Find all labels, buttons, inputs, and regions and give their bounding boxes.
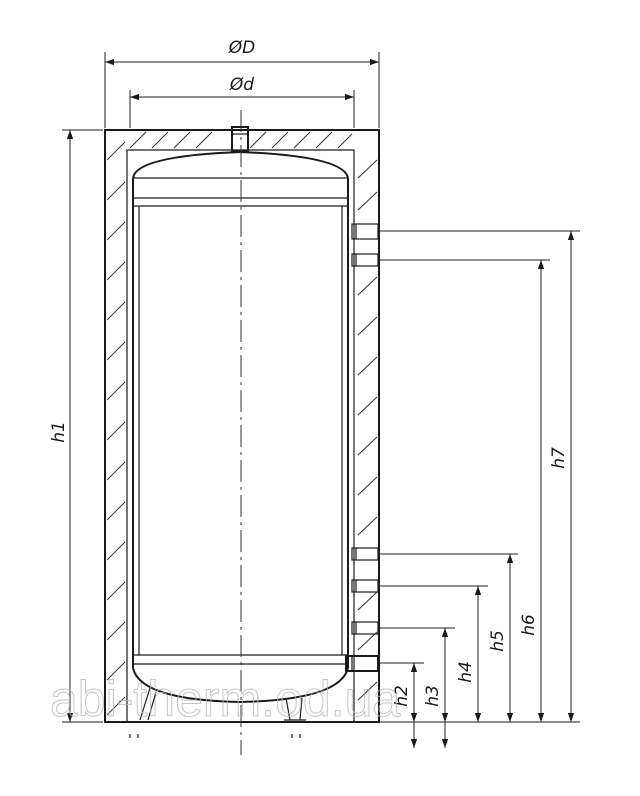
h4-dimension: h4 (456, 586, 482, 722)
h3-label: h3 (423, 685, 443, 707)
top-insulation-hatch (129, 131, 353, 149)
right-insulation-hatch (357, 159, 378, 701)
insulation-jacket (104, 129, 380, 723)
watermark-text: abi-therm.od.ua (50, 671, 400, 727)
connection-nozzle-7 (351, 223, 379, 240)
h7-label: h7 (549, 447, 569, 469)
side-connections (345, 223, 379, 672)
connection-nozzle-6 (351, 253, 379, 267)
inner-diameter-dimension: Ød (129, 75, 355, 128)
h3-dimension: h3 (423, 628, 449, 748)
outer-diameter-dimension: ØD (104, 38, 380, 128)
h4-label: h4 (456, 661, 476, 683)
left-insulation-hatch (106, 141, 126, 716)
h1-label: h1 (49, 421, 69, 443)
connection-nozzle-5 (351, 547, 379, 561)
top-connection-nipple (231, 126, 249, 152)
outer-diameter-label: ØD (228, 38, 255, 58)
connection-nozzle-3 (351, 621, 379, 635)
connection-nozzle-4 (351, 579, 379, 593)
extension-lines (380, 230, 580, 723)
h7-dimension: h7 (549, 231, 575, 722)
connection-nozzle-2 (345, 655, 379, 672)
h6-label: h6 (519, 614, 539, 636)
h2-dimension: h2 (392, 663, 418, 748)
h6-dimension: h6 (519, 260, 545, 722)
h5-dimension: h5 (488, 554, 514, 722)
h1-dimension: h1 (49, 129, 103, 723)
h2-label: h2 (392, 685, 412, 707)
inner-diameter-label: Ød (229, 75, 254, 95)
h5-label: h5 (488, 630, 508, 652)
inner-tank (129, 150, 349, 738)
